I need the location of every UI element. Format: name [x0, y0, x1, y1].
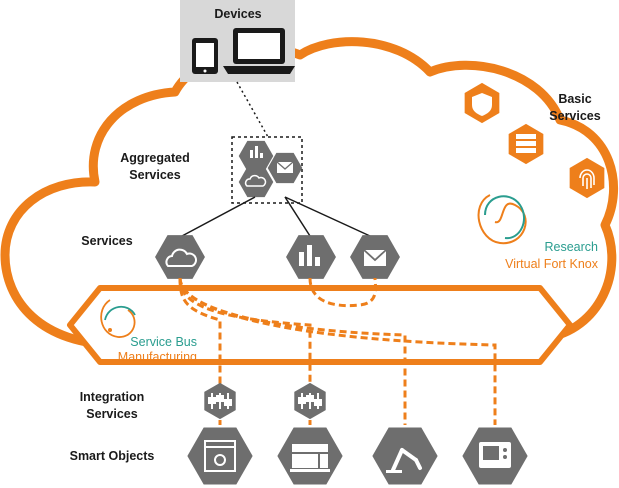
3d-printer-icon	[204, 440, 236, 472]
service-bus-band	[67, 285, 573, 365]
mail-icon	[363, 249, 387, 266]
devices-link	[236, 81, 269, 138]
bus-connections	[178, 277, 497, 425]
smart-objects-label: Smart Objects	[70, 449, 155, 463]
aggregated-label-2: Services	[129, 168, 180, 182]
shield-icon	[472, 93, 492, 116]
aggregation-links	[181, 196, 371, 237]
laptop-icon	[223, 28, 295, 74]
research-line1: Research	[545, 240, 599, 254]
adapter-icon	[208, 393, 232, 409]
robot-arm-icon	[386, 448, 422, 473]
cloud-icon	[165, 248, 197, 267]
bar-chart-icon	[250, 146, 263, 158]
aggregated-box	[231, 136, 303, 204]
adapter-icon	[298, 393, 322, 409]
services-hexes	[155, 235, 400, 279]
smart-object-hexes	[187, 427, 528, 485]
research-logo	[477, 194, 527, 245]
fingerprint-icon	[579, 169, 595, 189]
basic-services-label-2: Services	[549, 109, 600, 123]
services-label: Services	[81, 234, 132, 248]
basic-services-label-1: Basic	[558, 92, 591, 106]
machine-icon	[290, 444, 330, 472]
devices-label: Devices	[214, 7, 261, 21]
bar-chart-icon	[299, 245, 320, 266]
cloud-icon	[244, 174, 267, 187]
service-bus-logo	[100, 299, 136, 338]
aggregated-label-1: Aggregated	[120, 151, 189, 165]
research-line2: Virtual Fort Knox	[505, 257, 599, 271]
tablet-icon	[192, 38, 218, 74]
integration-label-2: Services	[86, 407, 137, 421]
bus-line1: Service Bus	[130, 335, 197, 349]
bus-line2: Manufacturing	[118, 350, 197, 364]
control-panel-icon	[479, 442, 511, 468]
integration-label-1: Integration	[80, 390, 145, 404]
mail-icon	[276, 161, 294, 173]
server-icon	[516, 134, 536, 153]
